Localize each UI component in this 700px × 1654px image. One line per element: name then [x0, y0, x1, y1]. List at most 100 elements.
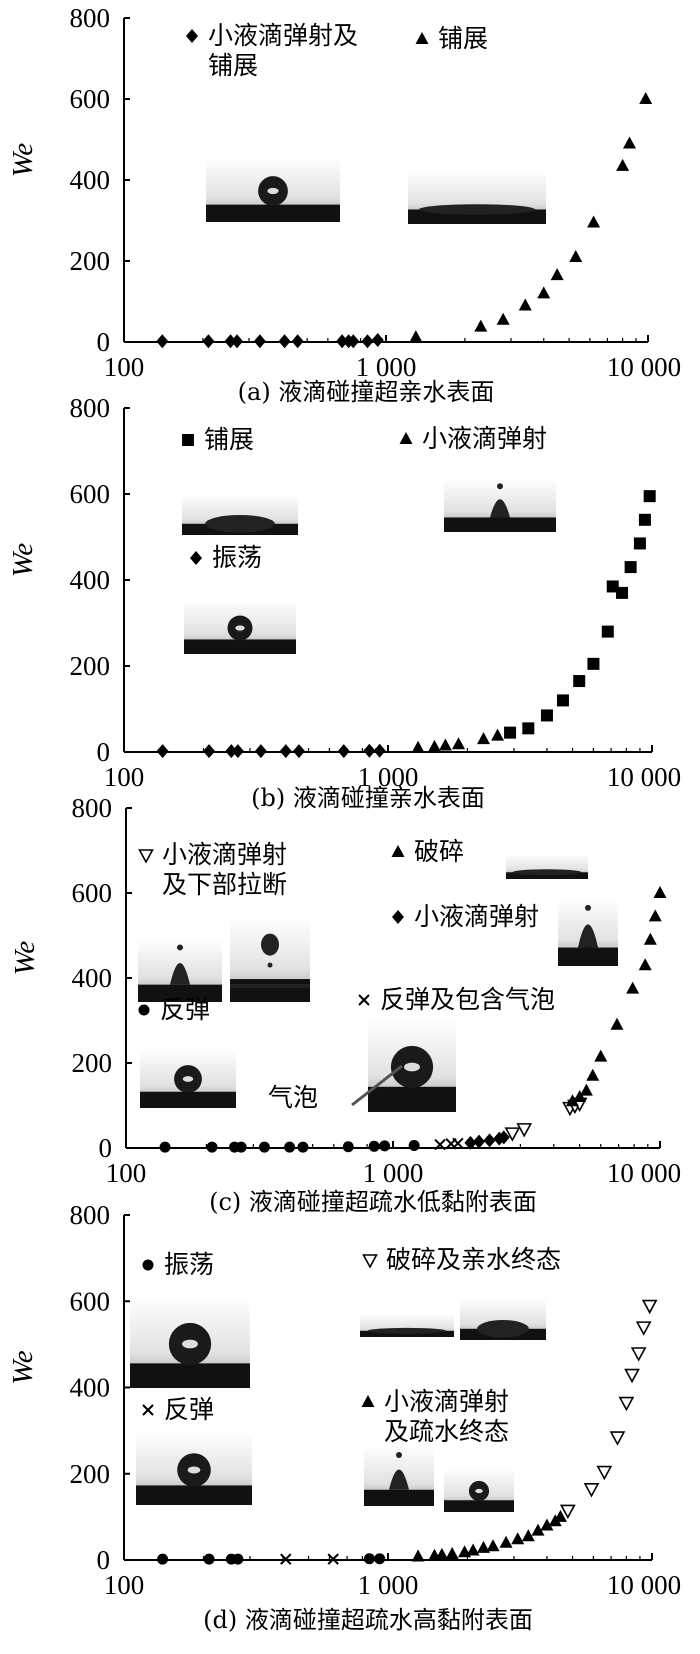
- legend-marker: [415, 32, 429, 44]
- legend-marker: [358, 994, 370, 1006]
- data-point: [473, 1134, 486, 1149]
- data-point: [579, 1083, 593, 1096]
- data-point: [499, 1535, 513, 1548]
- photo-inset: [558, 900, 618, 966]
- photo-inset: [138, 940, 222, 1002]
- data-point: [550, 268, 564, 281]
- y-tick-label: 200: [72, 1048, 113, 1078]
- legend-label: 小液滴弹射: [422, 424, 547, 453]
- series-0: [156, 743, 386, 759]
- data-point: [156, 744, 169, 759]
- data-point: [206, 1141, 218, 1153]
- photo-inset: [206, 160, 340, 222]
- photo-inset: [460, 1300, 546, 1340]
- y-tick-label: 600: [72, 878, 113, 908]
- y-tick-label: 600: [70, 84, 111, 114]
- y-tick-label: 0: [97, 327, 111, 357]
- data-point: [363, 1553, 375, 1565]
- data-point: [540, 709, 553, 722]
- data-point: [641, 1299, 658, 1315]
- y-axis-label: We: [7, 543, 39, 577]
- series-1: [434, 1137, 464, 1151]
- legend-label: 反弹: [164, 1395, 214, 1424]
- data-point: [438, 738, 452, 751]
- y-tick-label: 800: [70, 393, 111, 423]
- legend-marker: [186, 29, 198, 43]
- series-4: [565, 886, 667, 1107]
- y-tick-label: 0: [97, 1545, 111, 1575]
- series-3: [560, 1299, 658, 1520]
- annotation-arrow: [351, 1064, 403, 1107]
- data-point: [279, 744, 292, 759]
- data-point: [587, 215, 601, 228]
- data-point: [648, 909, 662, 922]
- data-point: [203, 744, 216, 759]
- data-point: [537, 286, 551, 299]
- data-point: [435, 1547, 449, 1560]
- y-tick-label: 0: [99, 1133, 113, 1163]
- series-0: [157, 1553, 386, 1565]
- data-point: [638, 958, 652, 971]
- data-point: [466, 1543, 480, 1556]
- x-tick-label: 1 000: [358, 1570, 419, 1600]
- legend-marker: [142, 1404, 154, 1416]
- data-point: [342, 1141, 354, 1153]
- x-tick-label: 100: [104, 1570, 145, 1600]
- y-tick-label: 600: [70, 1286, 111, 1316]
- data-point: [474, 319, 488, 332]
- data-point: [624, 561, 637, 574]
- data-point: [371, 332, 384, 347]
- legend-label: 破碎及亲水终态: [386, 1245, 561, 1274]
- x-tick-label: 100: [104, 762, 145, 792]
- y-tick-label: 200: [70, 1459, 111, 1489]
- series-2: [464, 1130, 510, 1150]
- data-point: [284, 1141, 296, 1153]
- photo-inset: [506, 855, 588, 879]
- data-point: [159, 1141, 171, 1153]
- data-point: [347, 334, 360, 349]
- data-point: [361, 334, 374, 349]
- data-point: [280, 1553, 292, 1565]
- photo-inset: [230, 920, 310, 1002]
- data-point: [327, 1553, 339, 1565]
- data-point: [511, 1532, 525, 1545]
- data-point: [336, 334, 349, 349]
- legend-label: 振荡: [212, 543, 262, 572]
- data-point: [373, 743, 386, 758]
- data-point: [618, 1396, 635, 1412]
- data-point: [594, 1049, 608, 1062]
- y-tick-label: 0: [97, 737, 111, 767]
- photo-inset: [444, 480, 556, 532]
- data-point: [368, 1140, 380, 1152]
- legend-marker: [138, 1004, 150, 1016]
- series-2: [504, 490, 656, 739]
- photo-inset: [182, 495, 298, 535]
- data-point: [408, 1139, 420, 1151]
- y-tick-label: 600: [70, 479, 111, 509]
- data-point: [587, 657, 600, 670]
- photo-inset: [360, 1315, 454, 1337]
- data-point: [231, 334, 244, 349]
- data-point: [639, 92, 653, 104]
- legend-marker: [362, 1254, 378, 1269]
- x-tick-label: 1 000: [356, 352, 417, 382]
- y-tick-label: 400: [72, 963, 113, 993]
- data-point: [445, 1546, 459, 1559]
- series-0: [156, 332, 384, 349]
- legend-label: 铺展: [438, 24, 488, 53]
- data-point: [643, 932, 657, 945]
- data-point: [434, 1138, 446, 1151]
- x-tick-label: 10 000: [607, 1158, 681, 1188]
- x-tick-label: 1 000: [358, 762, 419, 792]
- data-point: [623, 136, 637, 149]
- photo-inset: [130, 1300, 250, 1388]
- y-tick-label: 800: [70, 1200, 111, 1230]
- data-point: [610, 1017, 624, 1030]
- data-point: [518, 298, 532, 311]
- data-point: [624, 1368, 640, 1384]
- data-point: [521, 1529, 535, 1542]
- data-point: [232, 1553, 244, 1565]
- legend-label: 铺展: [204, 425, 254, 454]
- y-tick-label: 800: [70, 3, 111, 33]
- data-point: [157, 1553, 169, 1565]
